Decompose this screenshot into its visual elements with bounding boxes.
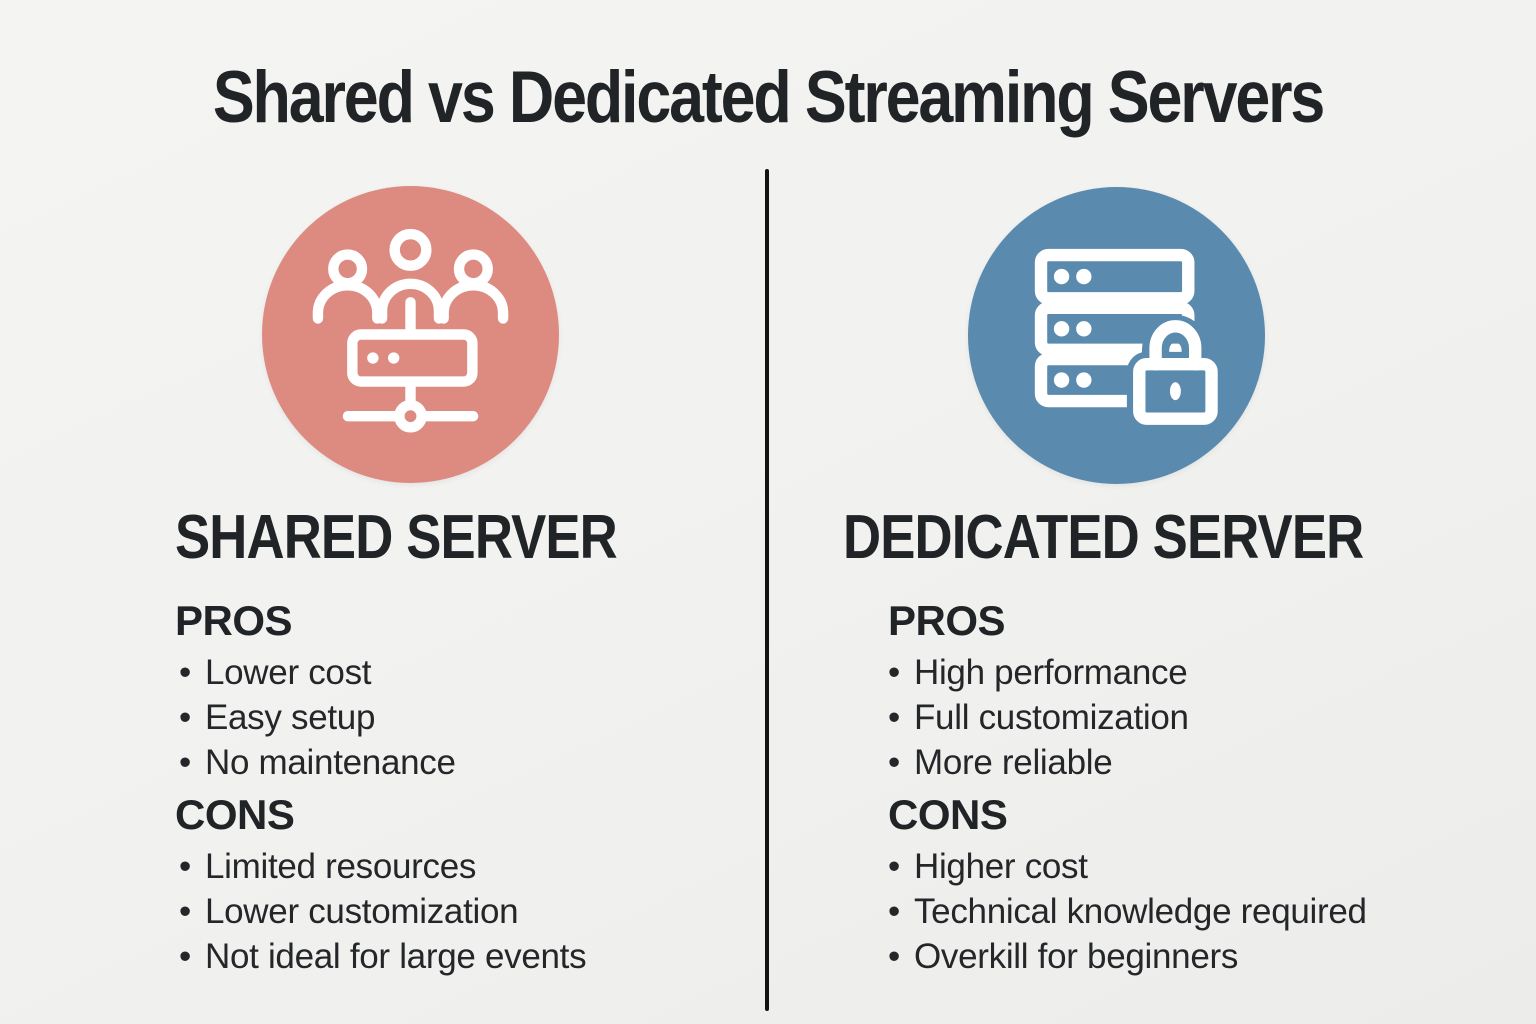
list-item-text: Easy setup: [204, 698, 376, 737]
bullet-marker: •: [179, 937, 191, 976]
bullet-marker: •: [888, 892, 900, 931]
dedicated-cons-list: • Higher cost • Technical knowledge requ…: [888, 844, 1367, 979]
bullet-marker: •: [888, 937, 900, 976]
list-item: • No maintenance: [175, 740, 456, 785]
list-item-text: No maintenance: [204, 743, 456, 782]
list-item-text: Limited resources: [204, 847, 477, 886]
list-item: • Full customization: [888, 695, 1189, 740]
bullet-marker: •: [888, 698, 900, 737]
shared-users-network-icon: [312, 228, 509, 433]
list-item: • Higher cost: [888, 844, 1367, 889]
bullet-marker: •: [179, 653, 191, 692]
list-item-text: Technical knowledge required: [913, 892, 1367, 931]
dedicated-heading: DEDICATED SERVER: [843, 503, 1364, 572]
list-item-text: Lower customization: [204, 892, 519, 931]
shared-column: SHARED SERVER PROS • Lower cost • Easy s…: [175, 503, 775, 977]
list-item: • More reliable: [888, 740, 1189, 785]
list-item: • Limited resources: [175, 844, 586, 889]
dedicated-accent-circle: [968, 187, 1265, 484]
list-item: • High performance: [888, 650, 1189, 695]
list-item-text: Lower cost: [204, 653, 372, 692]
server-rack-lock-icon: [1034, 248, 1224, 432]
list-item: • Not ideal for large events: [175, 934, 587, 979]
bullet-marker: •: [888, 847, 900, 886]
bullet-marker: •: [888, 653, 900, 692]
vertical-divider: [765, 169, 769, 1011]
dedicated-pros-label: PROS: [888, 597, 1006, 644]
list-item-text: High performance: [913, 653, 1188, 692]
shared-pros-label: PROS: [175, 597, 293, 644]
bullet-marker: •: [179, 892, 191, 931]
list-item: • Easy setup: [175, 695, 456, 740]
bullet-marker: •: [888, 743, 900, 782]
bullet-marker: •: [179, 698, 191, 737]
shared-cons-label: CONS: [175, 791, 295, 838]
page-title: Shared vs Dedicated Streaming Servers: [212, 57, 1325, 138]
list-item-text: Not ideal for large events: [204, 937, 587, 976]
list-item-text: Higher cost: [913, 847, 1088, 886]
bullet-marker: •: [179, 847, 191, 886]
list-item: • Overkill for beginners: [888, 934, 1367, 979]
dedicated-column: DEDICATED SERVER PROS • High performance…: [843, 503, 1503, 977]
shared-cons-list: • Limited resources • Lower customizatio…: [175, 844, 587, 979]
list-item: • Lower customization: [175, 889, 586, 934]
bullet-marker: •: [179, 743, 191, 782]
shared-pros-list: • Lower cost • Easy setup • No maintenan…: [175, 650, 456, 785]
list-item-text: Full customization: [913, 698, 1189, 737]
shared-accent-circle: [262, 186, 559, 483]
shared-heading: SHARED SERVER: [175, 503, 618, 572]
list-item-text: Overkill for beginners: [913, 937, 1239, 976]
list-item-text: More reliable: [913, 743, 1113, 782]
list-item: • Technical knowledge required: [888, 889, 1367, 934]
dedicated-cons-label: CONS: [888, 791, 1008, 838]
dedicated-pros-list: • High performance • Full customization …: [888, 650, 1189, 785]
list-item: • Lower cost: [175, 650, 456, 695]
